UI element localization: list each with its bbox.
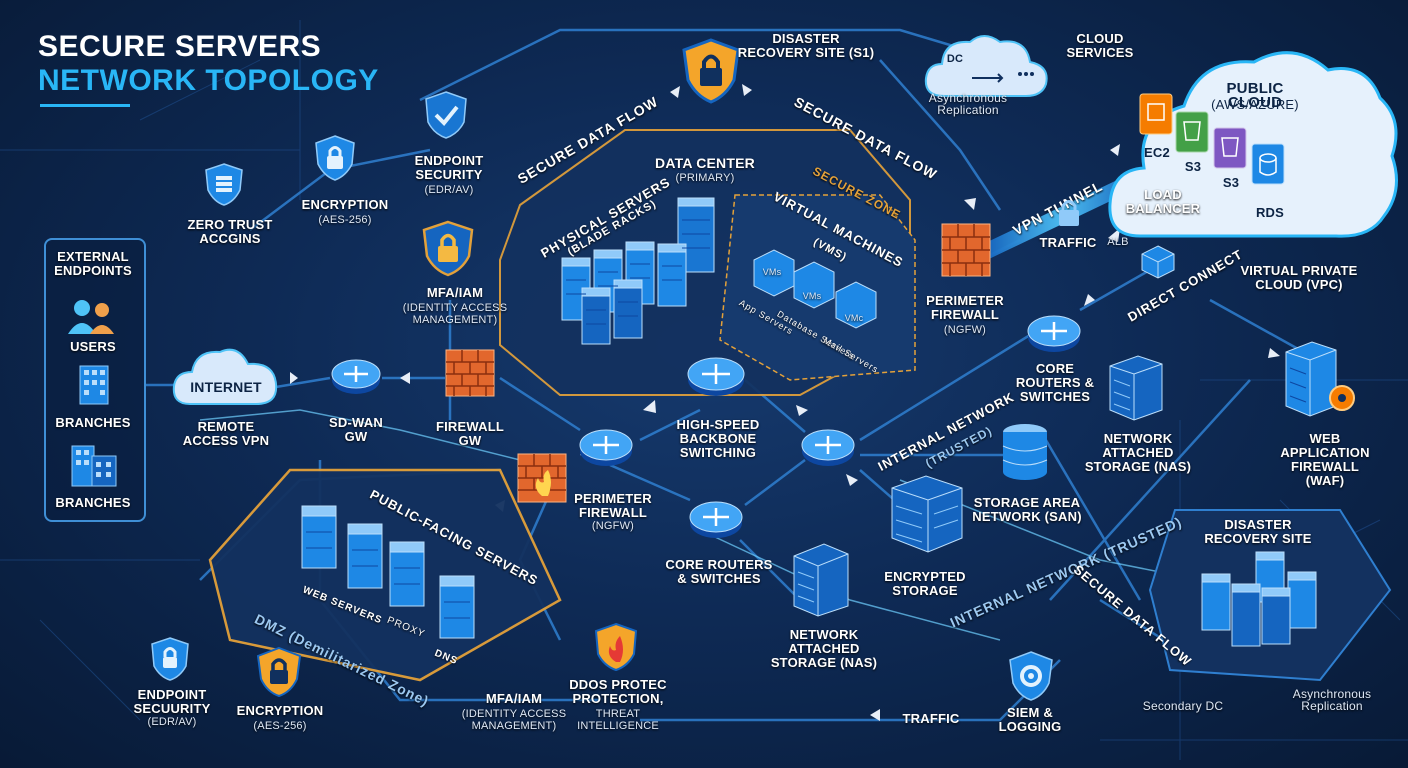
right-core-router-icon bbox=[1026, 312, 1082, 354]
branch-office-icon bbox=[68, 440, 120, 488]
bottom-encryption-sublabel: (AES-256) bbox=[253, 720, 307, 732]
bottom-mfa-label: MFA/IAM bbox=[485, 691, 543, 706]
load-balancer-label: LOAD BALANCER bbox=[1125, 187, 1201, 216]
public-cloud-subtitle: (AWS/AZURE) bbox=[1211, 97, 1299, 112]
dr-bottom-title: DISASTER RECOVERY SITE bbox=[1204, 517, 1312, 546]
center-core-label: CORE ROUTERS & SWITCHES bbox=[665, 557, 773, 586]
bottom-encryption-shield-icon bbox=[256, 646, 302, 698]
internet-cloud-icon bbox=[170, 340, 280, 412]
remote-vpn-label: REMOTE ACCESS VPN bbox=[182, 419, 270, 448]
ddos-shield-icon bbox=[594, 622, 638, 672]
dr-server-racks-icon bbox=[1196, 550, 1326, 650]
cloud-services-icon bbox=[922, 28, 1052, 102]
dr-top-label: DISASTER RECOVERY SITE (S1) bbox=[737, 31, 875, 60]
center-nas-icon bbox=[790, 540, 852, 618]
endpoint-security-shield-icon bbox=[424, 90, 468, 140]
cloud-service-2: S3 bbox=[1184, 159, 1202, 174]
endpoint-security-sublabel: (EDR/AV) bbox=[424, 184, 474, 196]
backbone-switch-icon bbox=[686, 354, 746, 398]
cloud-service-4: RDS bbox=[1255, 205, 1285, 220]
siem-label: SIEM & LOGGING bbox=[998, 705, 1062, 734]
branch-building-icon bbox=[78, 362, 110, 406]
bottom-endpoint-label: ENDPOINT SECUURITY bbox=[133, 687, 211, 716]
mfa-lock-shield-icon bbox=[422, 220, 474, 278]
bottom-traffic-label: TRAFFIC bbox=[902, 711, 960, 726]
page-title: SECURE SERVERS bbox=[38, 30, 322, 63]
external-endpoints-heading: EXTERNAL ENDPOINTS bbox=[54, 249, 132, 278]
vm1-label: VMs bbox=[762, 267, 782, 277]
virtual-machines-cubes-icon bbox=[748, 238, 888, 338]
branches-label-1: BRANCHES bbox=[55, 415, 131, 430]
waf-label: WEB APPLICATION FIREWALL (WAF) bbox=[1280, 431, 1370, 488]
ddos-label: DDOS PROTEC PROTECTION, bbox=[569, 677, 667, 706]
tunnel-lock-icon bbox=[1056, 198, 1082, 228]
firewall-gw-icon bbox=[444, 348, 496, 398]
sdwan-router-icon bbox=[330, 356, 382, 396]
secondary-dc-label: Secondary DC bbox=[1142, 699, 1224, 713]
encryption-lock-shield-icon bbox=[314, 134, 356, 182]
ddos-sublabel: THREAT INTELLIGENCE bbox=[577, 708, 659, 732]
san-database-icon bbox=[1000, 422, 1050, 482]
encrypted-storage-icon bbox=[886, 472, 968, 556]
center-perimeter-sublabel: (NGFW) bbox=[591, 520, 635, 532]
public-server-racks-icon bbox=[298, 498, 498, 648]
cloud-async-label: Asynchronous Replication bbox=[928, 91, 1008, 117]
bottom-endpoint-sublabel: (EDR/AV) bbox=[147, 716, 197, 728]
cloud-service-3: S3 bbox=[1222, 175, 1240, 190]
encrypted-storage-label: ENCRYPTED STORAGE bbox=[884, 569, 966, 598]
siem-gear-shield-icon bbox=[1008, 650, 1054, 702]
center-perimeter-label: PERIMETER FIREWALL bbox=[574, 491, 652, 520]
right-switch-icon bbox=[800, 426, 856, 468]
page-subtitle: NETWORK TOPOLOGY bbox=[38, 64, 379, 97]
data-center-subtitle: (PRIMARY) bbox=[675, 172, 735, 184]
endpoint-security-label: ENDPOINT SECURITY bbox=[414, 153, 484, 182]
bottom-endpoint-shield-icon bbox=[150, 636, 190, 682]
mfa-label: MFA/IAM bbox=[426, 285, 484, 300]
users-label: USERS bbox=[70, 339, 116, 354]
users-icon bbox=[64, 298, 120, 336]
zero-trust-label: ZERO TRUST ACCGINS bbox=[187, 217, 273, 246]
waf-server-icon bbox=[1282, 340, 1362, 420]
physical-server-racks-icon bbox=[548, 190, 738, 350]
san-label: STORAGE AREA NETWORK (SAN) bbox=[972, 495, 1082, 524]
data-center-title: DATA CENTER bbox=[655, 155, 755, 171]
alb-label: ALB bbox=[1107, 236, 1129, 248]
cloud-services-label: CLOUD SERVICES bbox=[1066, 31, 1134, 60]
right-core-label: CORE ROUTERS & SWITCHES bbox=[1015, 361, 1095, 404]
public-cloud-title: PUBLIC CLOUD bbox=[1226, 80, 1284, 111]
zero-trust-shield-icon bbox=[204, 162, 244, 206]
cloud-service-1: EC2 bbox=[1144, 145, 1170, 160]
title-underline bbox=[40, 104, 130, 107]
bottom-encryption-label: ENCRYPTION bbox=[236, 703, 324, 718]
firewall-gw-label: FIREWALL GW bbox=[435, 419, 505, 448]
center-nas-label: NETWORK ATTACHED STORAGE (NAS) bbox=[770, 627, 878, 670]
cloud-service-blocks-icon bbox=[1138, 92, 1288, 192]
right-nas-icon bbox=[1106, 352, 1166, 422]
vm3-label: VMc bbox=[844, 313, 864, 323]
vm2-label: VMs bbox=[802, 291, 822, 301]
left-switch-icon bbox=[578, 426, 634, 468]
dr-site-lock-shield-icon bbox=[682, 38, 740, 104]
right-traffic-label: TRAFFIC bbox=[1039, 235, 1097, 250]
encryption-label: ENCRYPTION bbox=[301, 197, 389, 212]
right-perimeter-label: PERIMETER FIREWALL bbox=[926, 293, 1004, 322]
dr-async-label: Asynchronous Replication bbox=[1292, 687, 1372, 713]
bottom-mfa-sublabel: (IDENTITY ACCESS MANAGEMENT) bbox=[461, 708, 567, 732]
right-nas-label: NETWORK ATTACHED STORAGE (NAS) bbox=[1084, 431, 1192, 474]
center-perimeter-firewall-icon bbox=[516, 452, 568, 504]
right-perimeter-sublabel: (NGFW) bbox=[943, 324, 987, 336]
branches-label-2: BRANCHES bbox=[55, 495, 131, 510]
encryption-sublabel: (AES-256) bbox=[318, 214, 372, 226]
sdwan-label: SD-WAN GW bbox=[329, 415, 383, 444]
internet-label: INTERNET bbox=[190, 379, 262, 395]
load-balancer-icon bbox=[1140, 244, 1176, 280]
mfa-sublabel: (IDENTITY ACCESS MANAGEMENT) bbox=[402, 302, 508, 326]
vpc-label: VIRTUAL PRIVATE CLOUD (VPC) bbox=[1240, 263, 1358, 292]
cloud-dc-label: DC bbox=[946, 53, 964, 65]
lower-core-switch-icon bbox=[688, 498, 744, 540]
backbone-label: HIGH-SPEED BACKBONE SWITCHING bbox=[676, 417, 760, 460]
right-perimeter-firewall-icon bbox=[940, 222, 992, 278]
